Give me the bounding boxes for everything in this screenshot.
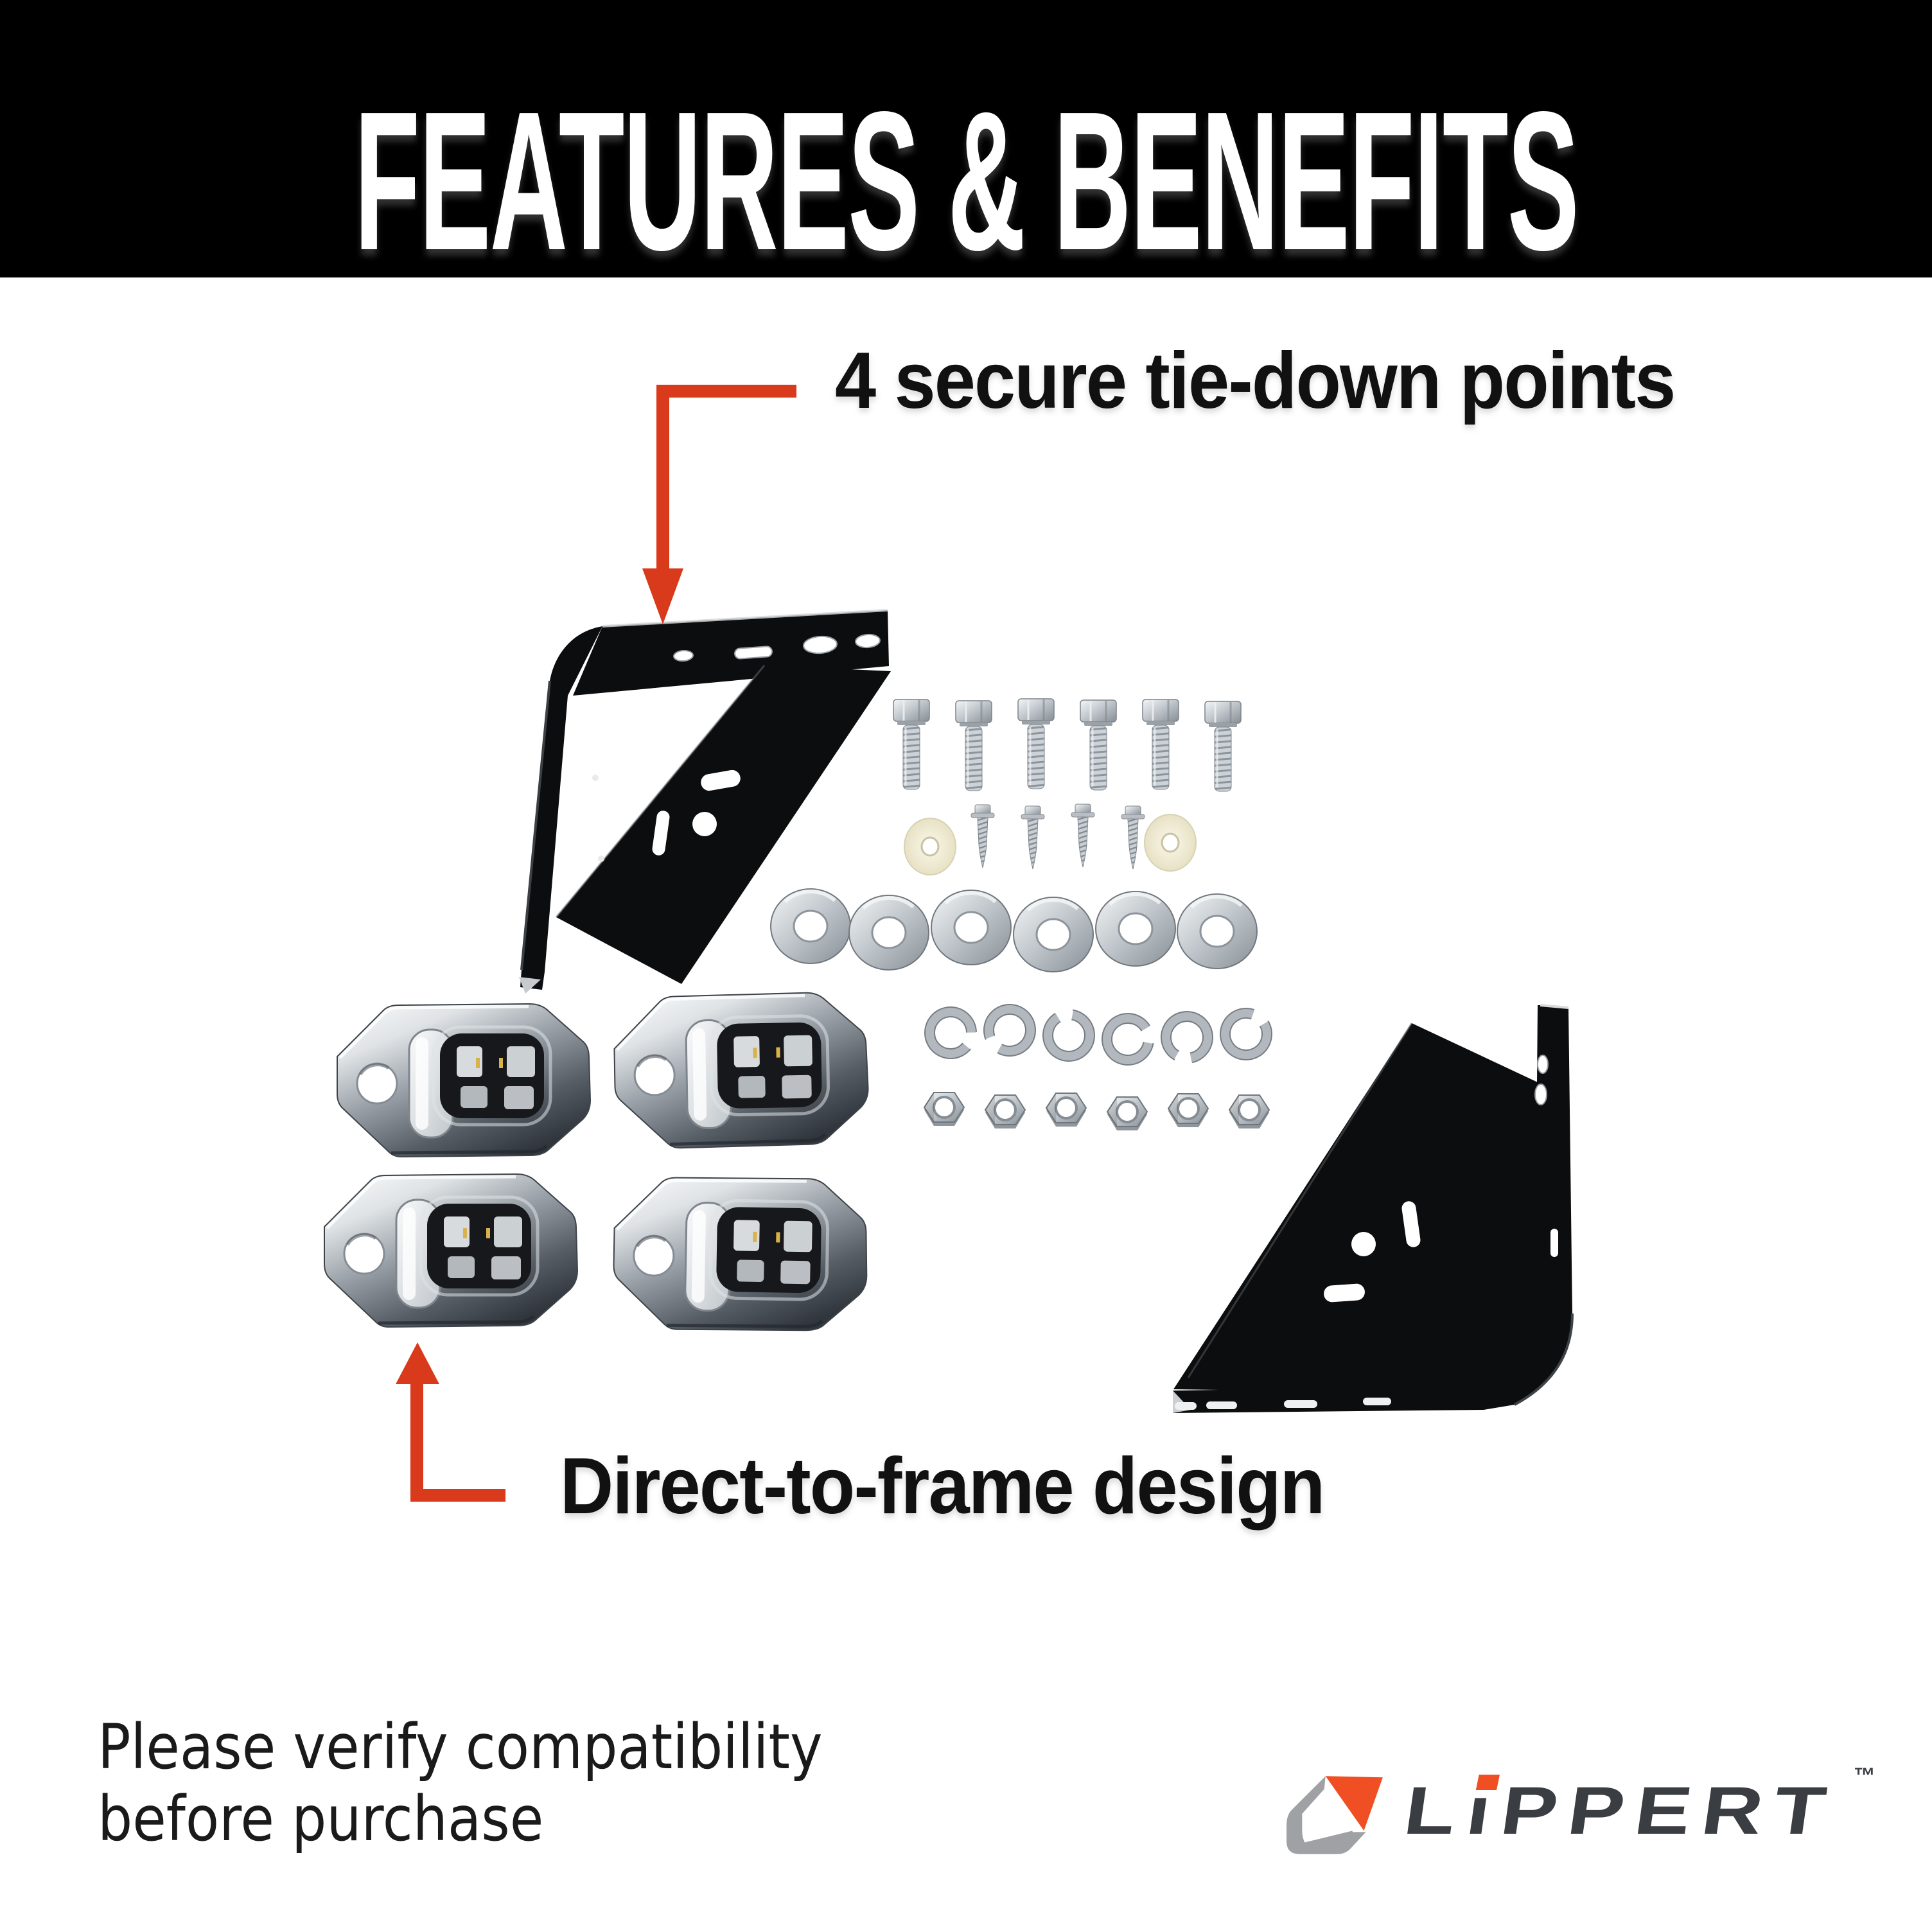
trademark-symbol: ™ xyxy=(1854,1764,1875,1788)
lock-washer xyxy=(915,997,987,1069)
header-bar: FEATURES & BENEFITS xyxy=(0,0,1932,292)
flat-washer xyxy=(1096,891,1175,966)
hex-bolt xyxy=(1079,699,1118,791)
lock-washer xyxy=(1152,1002,1222,1072)
hex-nut xyxy=(1045,1092,1087,1128)
self-drilling-screw xyxy=(1071,804,1095,868)
lock-washer xyxy=(977,997,1043,1064)
hex-nut xyxy=(923,1091,965,1127)
wordmark-l: L xyxy=(1400,1773,1473,1849)
lock-washer xyxy=(1211,999,1281,1069)
wordmark-rest: PPERT xyxy=(1496,1773,1841,1849)
tie-down-plate-2 xyxy=(613,992,869,1149)
flat-washer xyxy=(849,895,929,970)
self-drilling-screw xyxy=(1121,805,1145,870)
disclaimer-text: Please verify compatibility before purch… xyxy=(98,1711,823,1855)
flat-washer xyxy=(931,890,1011,965)
page-title: FEATURES & BENEFITS xyxy=(354,71,1579,292)
hex-bolt xyxy=(1141,698,1180,791)
disclaimer-line-2: before purchase xyxy=(98,1783,544,1855)
tie-down-plate-4 xyxy=(613,1175,868,1333)
hex-bolt xyxy=(1017,698,1055,790)
nylon-washer xyxy=(1143,813,1197,872)
hex-nut xyxy=(984,1094,1026,1130)
hex-bolt xyxy=(954,699,993,792)
mounting-bracket-left xyxy=(519,609,891,994)
disclaimer-line-1: Please verify compatibility xyxy=(98,1711,823,1783)
flat-washer xyxy=(1177,894,1257,969)
nylon-washer xyxy=(903,817,957,876)
tie-down-plate-3 xyxy=(324,1174,577,1327)
hex-nut xyxy=(1167,1093,1209,1128)
tie-down-plate-1 xyxy=(337,1004,590,1157)
flat-washer xyxy=(771,889,850,963)
lock-washer xyxy=(1098,1010,1158,1069)
self-drilling-screw xyxy=(1021,805,1045,870)
logo-i-dot-icon xyxy=(1475,1775,1500,1790)
hex-nut xyxy=(1228,1094,1270,1130)
hex-bolt xyxy=(1204,700,1242,793)
flat-washer xyxy=(1014,897,1093,972)
self-drilling-screw xyxy=(970,804,995,868)
lock-washer xyxy=(1039,1006,1099,1066)
callout-tie-down-points: 4 secure tie-down points xyxy=(835,337,1676,425)
callout-direct-to-frame: Direct-to-frame design xyxy=(560,1442,1325,1531)
hex-nut xyxy=(1106,1096,1148,1132)
lippert-logo-icon xyxy=(1287,1776,1383,1854)
mounting-bracket-right xyxy=(1173,1004,1574,1413)
hex-bolt xyxy=(892,698,931,791)
